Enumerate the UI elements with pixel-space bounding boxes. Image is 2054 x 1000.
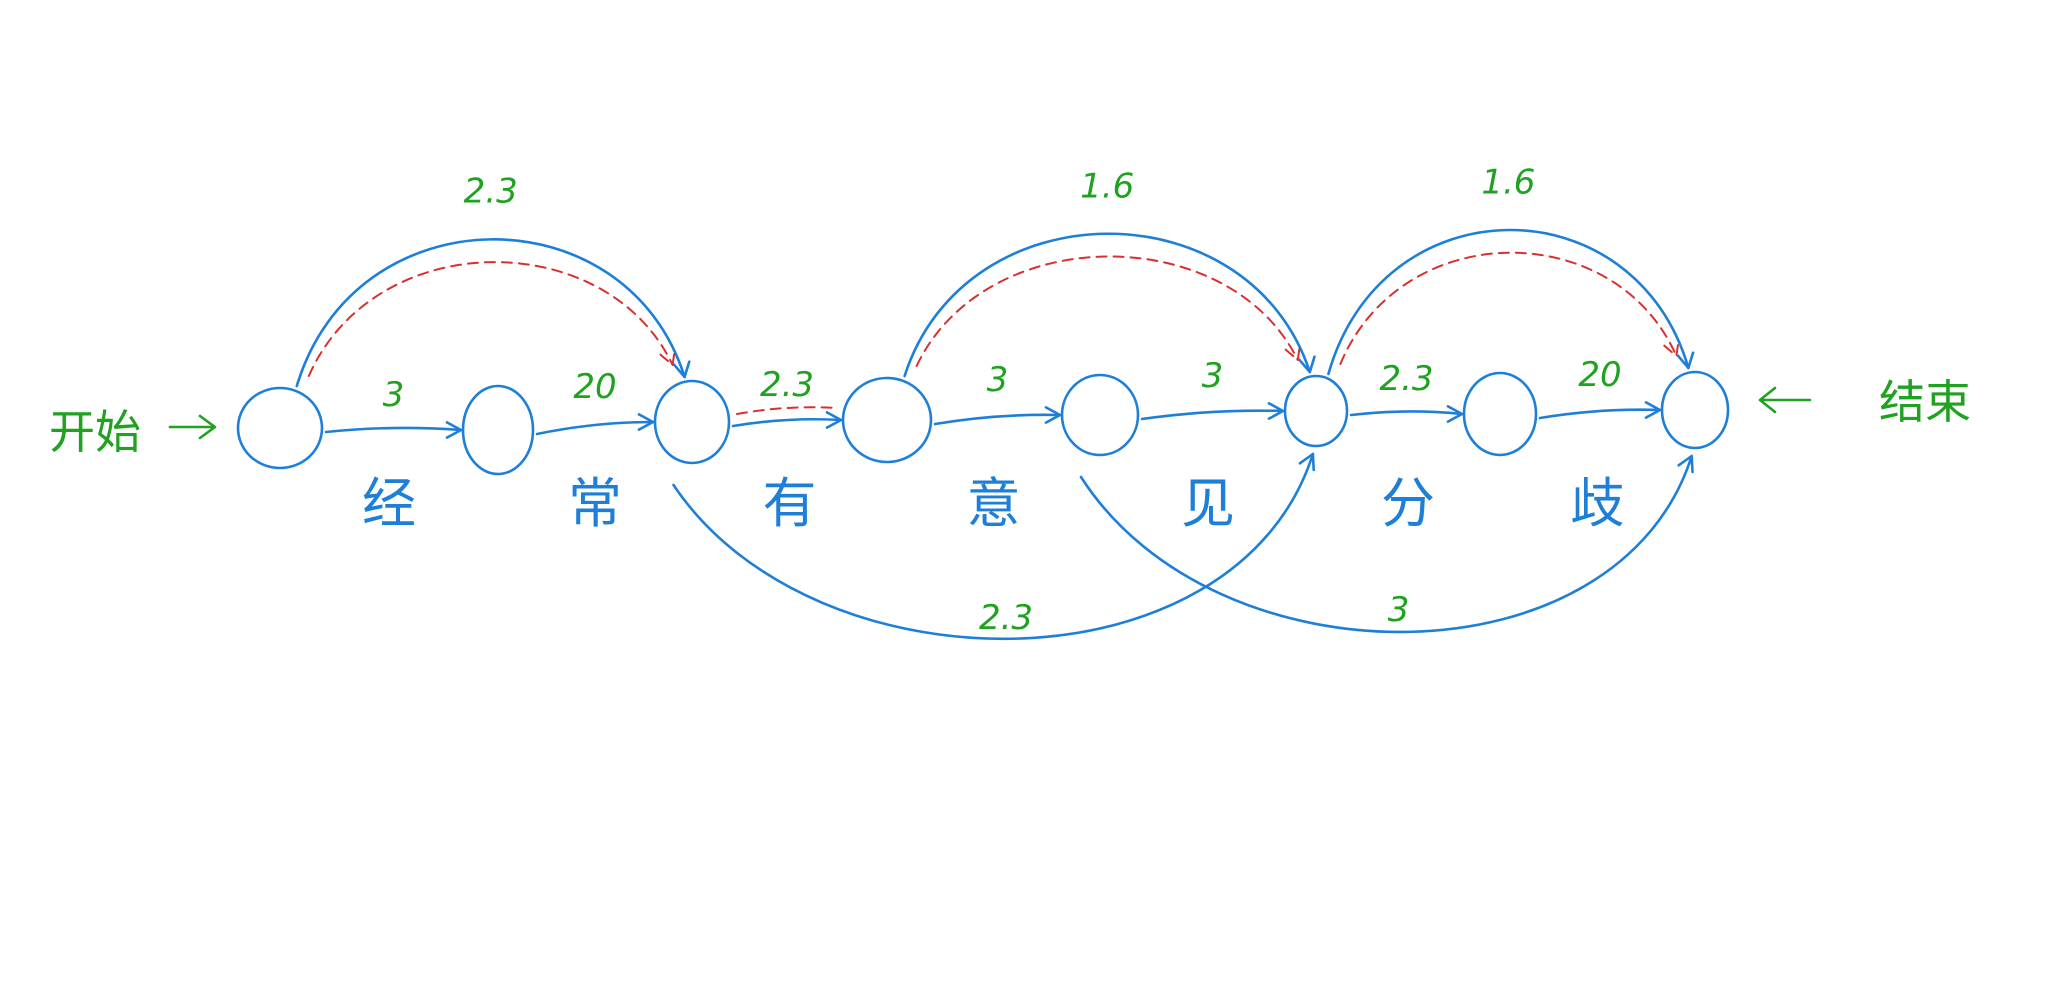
best-path-arrowhead bbox=[659, 348, 676, 367]
state-node bbox=[1060, 373, 1140, 457]
edge-weight: 2.3 bbox=[464, 172, 518, 212]
state-node bbox=[653, 379, 731, 465]
edge bbox=[1349, 410, 1464, 417]
best-path-marker bbox=[1339, 251, 1678, 365]
best-path-arrowhead bbox=[1663, 339, 1680, 358]
skip-edge bbox=[1327, 228, 1690, 376]
skip-edge-arrowhead bbox=[1677, 454, 1694, 474]
character-label: 有 bbox=[763, 472, 817, 535]
edge-weight: 3 bbox=[383, 375, 405, 415]
nodes-layer bbox=[236, 370, 1730, 476]
edge-weight: 1.6 bbox=[1481, 163, 1535, 203]
edge-arrowhead bbox=[825, 411, 843, 429]
edge bbox=[535, 420, 655, 436]
state-node bbox=[236, 386, 324, 470]
edge-weight: 3 bbox=[987, 360, 1009, 400]
state-node bbox=[1660, 370, 1730, 450]
edge-weight: 20 bbox=[573, 367, 616, 407]
best-path-marker bbox=[736, 406, 838, 415]
edge-weight: 1.6 bbox=[1080, 167, 1134, 207]
edges-layer bbox=[295, 228, 1695, 641]
labels-layer: 3 20 2.3 3 3 2.3 20 2.3 1.6 1.6 2.3 3 经 常 有 意 见 分 歧 bbox=[362, 163, 1625, 638]
character-label: 常 bbox=[568, 472, 622, 535]
skip-edge bbox=[1079, 454, 1693, 634]
skip-edge-arrowhead bbox=[1298, 452, 1316, 472]
edge bbox=[731, 417, 843, 428]
edge-arrowhead bbox=[1267, 402, 1285, 420]
start-arrow bbox=[168, 414, 217, 440]
skip-edge bbox=[295, 238, 686, 388]
edge bbox=[933, 413, 1062, 426]
best-path-arrowhead bbox=[1284, 343, 1301, 362]
state-node bbox=[1462, 371, 1538, 457]
character-label: 经 bbox=[362, 472, 416, 535]
edge-arrowhead bbox=[637, 413, 655, 431]
character-label: 见 bbox=[1181, 472, 1235, 535]
character-label: 分 bbox=[1381, 472, 1435, 535]
edge-weight: 2.3 bbox=[979, 598, 1033, 638]
edge bbox=[324, 426, 463, 434]
best-path-marker bbox=[915, 255, 1299, 367]
end-arrow bbox=[1758, 386, 1812, 414]
end-label: 结束 bbox=[1879, 375, 1971, 429]
edge-weight: 2.3 bbox=[1379, 359, 1433, 399]
skip-edge bbox=[903, 232, 1312, 378]
skip-edge-arrowhead bbox=[1676, 351, 1695, 370]
skip-edge-arrowhead bbox=[672, 360, 691, 379]
start-label: 开始 bbox=[49, 405, 141, 459]
edge-weight: 3 bbox=[1388, 590, 1410, 630]
state-node bbox=[461, 384, 535, 476]
character-label: 歧 bbox=[1571, 472, 1625, 535]
edge-arrowhead bbox=[1044, 406, 1062, 424]
edge-weight: 3 bbox=[1202, 356, 1224, 396]
best-path-marker bbox=[307, 261, 674, 377]
state-node bbox=[1283, 374, 1349, 448]
skip-edge bbox=[672, 452, 1315, 641]
edge-weight: 2.3 bbox=[760, 365, 814, 405]
edge bbox=[1538, 408, 1662, 420]
edge-arrowhead bbox=[1446, 405, 1464, 423]
edge bbox=[1140, 409, 1285, 421]
character-label: 意 bbox=[967, 472, 1021, 535]
skip-edge-arrowhead bbox=[1298, 355, 1316, 374]
edge-weight: 20 bbox=[1578, 355, 1621, 395]
edge-arrowhead bbox=[445, 421, 463, 439]
state-node bbox=[841, 376, 933, 464]
edge-arrowhead bbox=[1644, 401, 1662, 419]
